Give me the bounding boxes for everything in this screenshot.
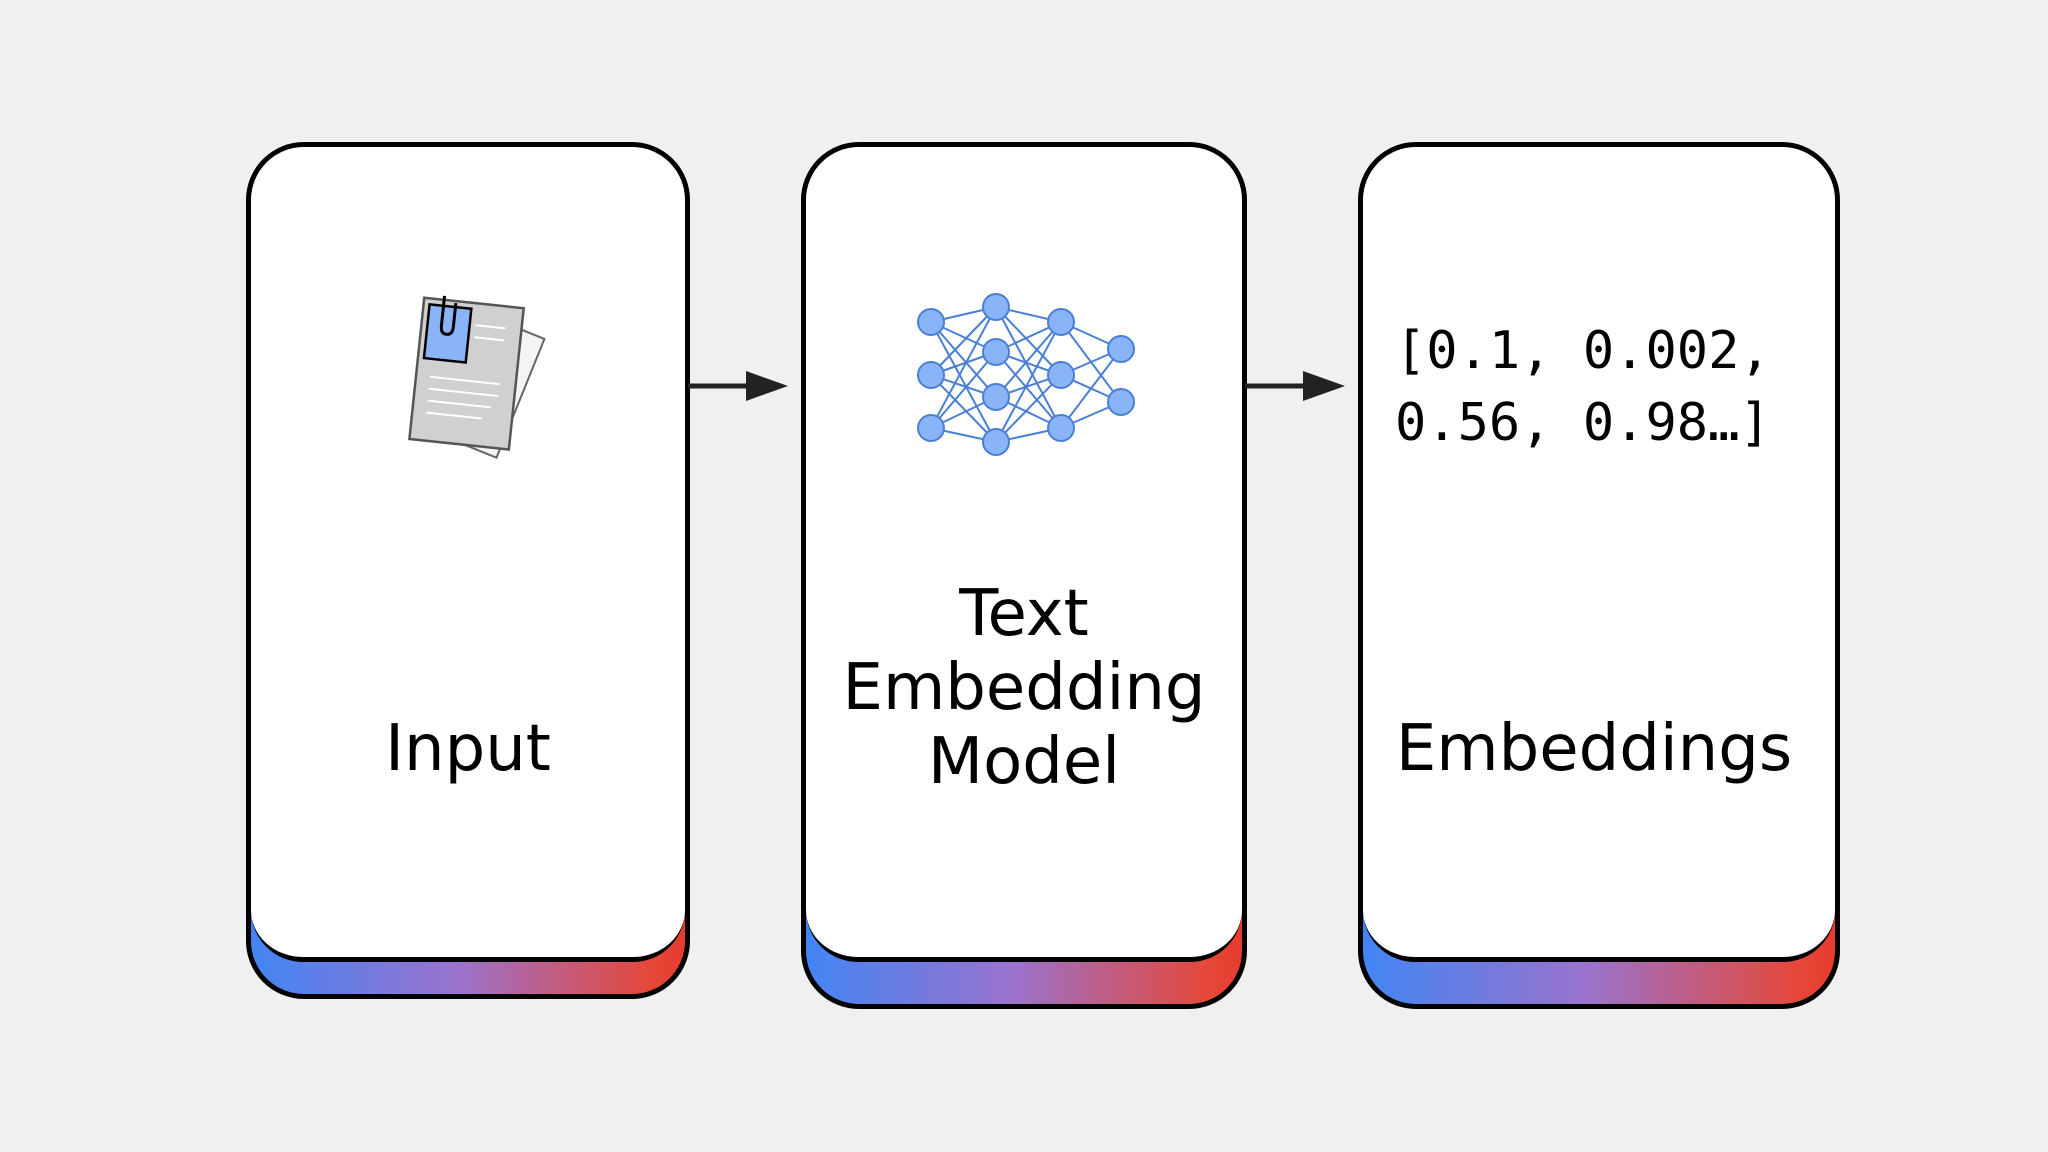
embeddings-card-face: [0.1, 0.002, 0.56, 0.98…] Embeddings [1363,147,1835,962]
model-card-face: Text Embedding Model [806,147,1242,962]
model-title-line-1: Text [959,577,1089,651]
input-card: Input [246,142,690,999]
embeddings-card: [0.1, 0.002, 0.56, 0.98…] Embeddings [1358,142,1840,1009]
vector-line-2: 0.56, 0.98…] [1395,393,1771,453]
input-card-face: Input [251,147,685,962]
vector-line-1: [0.1, 0.002, [1395,321,1771,381]
model-card-title: Text Embedding Model [806,577,1242,799]
neural-network-icon [917,293,1135,456]
input-card-title: Input [385,712,551,786]
arrow-right-icon [1245,371,1345,401]
document-icon [408,295,546,459]
embedding-vector: [0.1, 0.002, 0.56, 0.98…] [1395,315,1771,459]
arrow-right-icon [688,371,788,401]
model-title-line-2: Embedding [842,651,1206,725]
embeddings-card-title: Embeddings [1395,712,1793,786]
model-title-line-3: Model [927,725,1121,799]
model-card: Text Embedding Model [801,142,1247,1009]
